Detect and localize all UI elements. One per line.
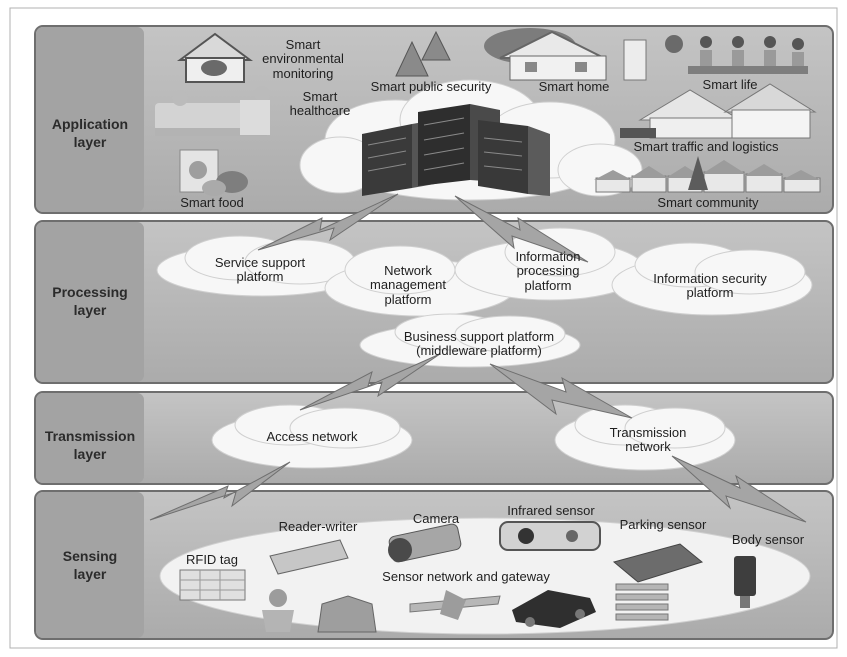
transmission-network-label: Transmission network <box>609 425 687 455</box>
reader-writer-icon <box>269 539 349 575</box>
house-leaf-icon <box>176 32 254 83</box>
rfid-tag-label: RFID tag <box>185 552 238 567</box>
camera-icon <box>388 523 462 563</box>
business-support-platform-label: Business support platform (middleware pl… <box>403 329 555 359</box>
bolt-icon <box>454 195 589 263</box>
airplane-icon <box>409 590 501 620</box>
car-icon <box>512 590 596 628</box>
access-network-label: Access network <box>266 429 358 444</box>
smart-life-label: Smart life <box>702 77 758 92</box>
information-processing-platform-label: Information processing platform <box>515 249 581 293</box>
service-support-platform-label: Service support platform <box>214 255 306 285</box>
parking-sensor-label: Parking sensor <box>619 517 707 532</box>
bolt-icon <box>257 193 399 251</box>
person-icon <box>262 589 294 632</box>
sensing-layer-label: Sensing layer <box>62 548 118 582</box>
infrared-sensor-icon <box>499 521 601 551</box>
processing-layer-label: Processing layer <box>52 284 128 318</box>
sensor-network-gateway-label: Sensor network and gateway <box>382 569 550 584</box>
security-cones-icon <box>395 30 451 77</box>
body-sensor-label: Body sensor <box>731 532 805 547</box>
jacket-icon <box>317 595 377 633</box>
bolt-icon <box>149 461 291 521</box>
application-layer-label: Application layer <box>51 116 129 150</box>
bolt-icon <box>299 353 441 411</box>
network-management-platform-label: Network management platform <box>370 263 446 307</box>
smart-traffic-logistics-label: Smart traffic and logistics <box>633 139 779 154</box>
healthcare-image <box>155 86 270 136</box>
smart-environmental-monitoring-label: Smart environmental monitoring <box>262 37 344 81</box>
bolt-icon <box>489 363 633 419</box>
rfid-tag-icon <box>179 569 246 601</box>
transmission-clouds <box>211 404 736 471</box>
reader-writer-label: Reader-writer <box>278 519 358 534</box>
people-icons <box>665 35 808 74</box>
home-image <box>484 28 647 81</box>
smart-home-label: Smart home <box>538 79 610 94</box>
transmission-layer-label: Transmission layer <box>44 428 136 462</box>
bolt-icon <box>671 455 807 523</box>
body-sensor-icon <box>734 556 756 608</box>
lightning-bolts <box>149 193 807 523</box>
server-racks-image <box>362 104 550 196</box>
smart-food-label: Smart food <box>180 195 244 210</box>
camera-label: Camera <box>412 511 460 526</box>
traffic-logistics-image <box>620 83 817 139</box>
food-image <box>179 149 248 196</box>
parking-sensor-icon <box>612 543 704 621</box>
smart-healthcare-label: Smart healthcare <box>289 89 351 119</box>
smart-public-security-label: Smart public security <box>370 79 492 94</box>
processing-clouds <box>156 227 813 368</box>
community-image <box>594 156 821 193</box>
smart-community-label: Smart community <box>657 195 759 210</box>
information-security-platform-label: Information security platform <box>653 271 767 301</box>
infrared-sensor-label: Infrared sensor <box>507 503 595 518</box>
